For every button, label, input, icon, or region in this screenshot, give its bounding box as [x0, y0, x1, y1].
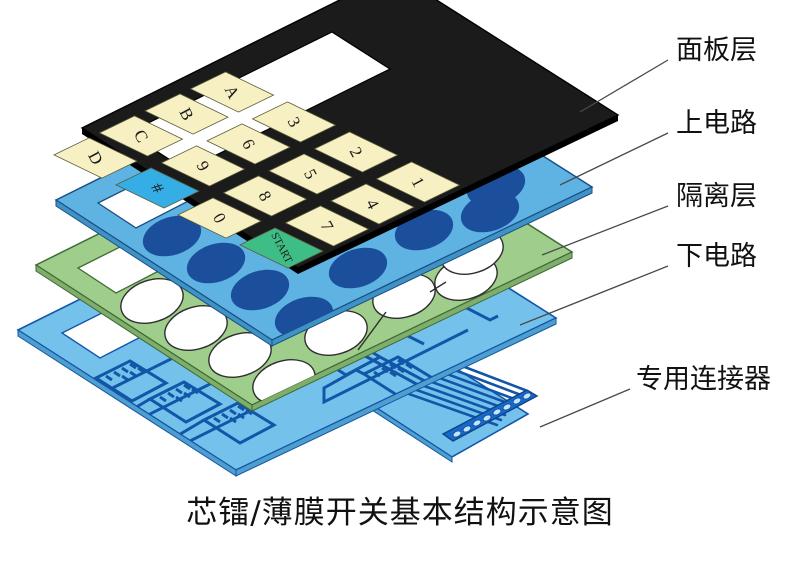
- callout-leader-lines: [519, 59, 669, 428]
- leader-line-panel: [579, 59, 669, 113]
- leader-line-connector: [539, 388, 631, 428]
- key-7[interactable]: 7: [284, 205, 370, 247]
- key-b[interactable]: B: [144, 93, 229, 135]
- key-face[interactable]: [222, 175, 308, 217]
- key-face[interactable]: [284, 205, 370, 247]
- key-face[interactable]: [160, 145, 246, 187]
- leader-line-spacer: [541, 205, 669, 256]
- comb-pad-group-a: [92, 359, 278, 445]
- key-face[interactable]: [53, 137, 138, 179]
- leader-line-upper: [559, 132, 669, 186]
- connector-pads: [452, 392, 532, 438]
- key-1[interactable]: 1: [375, 161, 461, 203]
- key-3[interactable]: 3: [251, 101, 337, 143]
- callout-label-upper: 上电路: [676, 108, 757, 139]
- key-#[interactable]: #: [115, 167, 200, 209]
- key-face[interactable]: [330, 183, 415, 225]
- key-face[interactable]: [189, 71, 275, 113]
- key-face[interactable]: [206, 123, 291, 165]
- key-face[interactable]: [251, 101, 337, 143]
- key-face[interactable]: [115, 167, 200, 209]
- key-face[interactable]: [268, 153, 353, 195]
- key-8[interactable]: 8: [222, 175, 308, 217]
- diagram-caption: 芯镭/薄膜开关基本结构示意图: [186, 495, 614, 531]
- key-start[interactable]: START: [239, 227, 324, 269]
- callout-label-lower: 下电路: [676, 241, 757, 272]
- key-face[interactable]: [98, 115, 184, 157]
- key-face[interactable]: [375, 161, 461, 203]
- key-face[interactable]: [144, 93, 229, 135]
- leader-line-lower: [519, 265, 669, 326]
- key-face[interactable]: [177, 197, 262, 239]
- key-c[interactable]: C: [98, 115, 184, 157]
- callout-label-spacer: 隔离层: [676, 181, 757, 212]
- upper-contact-dots: [142, 165, 526, 338]
- key-face[interactable]: [313, 131, 399, 173]
- key-a[interactable]: A: [189, 71, 275, 113]
- key-6[interactable]: 6: [206, 123, 291, 165]
- callout-label-panel: 面板层: [676, 35, 757, 66]
- key-4[interactable]: 4: [330, 183, 415, 225]
- key-9[interactable]: 9: [160, 145, 246, 187]
- key-5[interactable]: 5: [268, 153, 353, 195]
- key-2[interactable]: 2: [313, 131, 399, 173]
- key-d[interactable]: D: [53, 137, 138, 179]
- key-face[interactable]: [239, 227, 324, 269]
- key-0[interactable]: 0: [177, 197, 262, 239]
- callout-label-connector: 专用连接器: [636, 364, 771, 395]
